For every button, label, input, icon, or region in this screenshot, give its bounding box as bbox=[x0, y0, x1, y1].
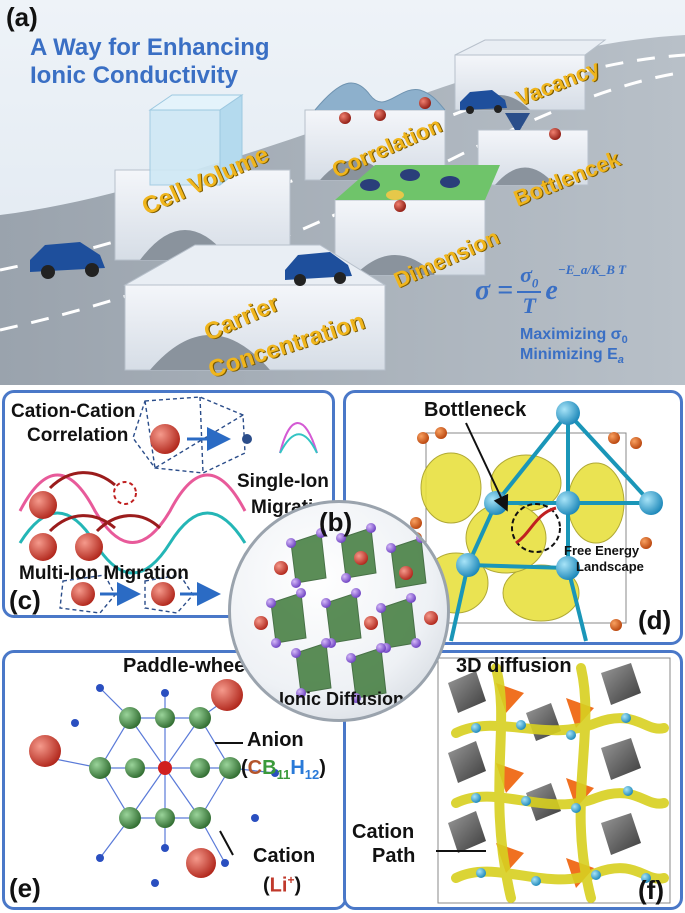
cation-formula: (Li+) bbox=[263, 873, 302, 897]
panel-f-artwork bbox=[436, 657, 671, 904]
maximizing-line: Maximizing σ0 bbox=[520, 326, 628, 346]
panel-f-tag: (f) bbox=[638, 875, 664, 905]
formula-lhs: σ = bbox=[475, 274, 514, 306]
anion-b: B bbox=[262, 757, 277, 779]
formula-exp-base: e bbox=[545, 274, 558, 306]
formula-num: σ bbox=[520, 262, 532, 287]
label-cation-cation: Cation-Cation bbox=[11, 401, 136, 422]
formula-den: T bbox=[522, 293, 536, 319]
panel-a-title-line2: Ionic Conductivity bbox=[30, 62, 239, 89]
minimizing-line: Minimizing Ea bbox=[520, 346, 624, 366]
panel-c-tag: (c) bbox=[9, 585, 41, 615]
cation-li: Li bbox=[269, 874, 288, 897]
panel-b-artwork bbox=[254, 523, 438, 703]
panel-b: (b) Ionic Diffusion bbox=[228, 500, 450, 722]
label-correlation-c: Correlation bbox=[27, 425, 129, 446]
maximizing-text: Maximizing σ bbox=[520, 326, 622, 343]
panel-e-tag: (e) bbox=[9, 873, 41, 903]
correlation-ion bbox=[150, 424, 180, 454]
formula-exp: −E_a/K_B T bbox=[557, 262, 627, 277]
panel-c-artwork bbox=[18, 396, 318, 614]
label-cation: Cation bbox=[253, 845, 316, 867]
anion-formula: (CB11H12) bbox=[241, 757, 326, 782]
label-anion: Anion bbox=[247, 729, 304, 751]
label-cation-path-2: Path bbox=[372, 845, 416, 867]
label-multi-ion: Multi-Ion Migration bbox=[19, 563, 189, 584]
anion-h-sub: 12 bbox=[304, 767, 320, 782]
minimizing-text: Minimizing E bbox=[520, 346, 618, 363]
panel-a-tag: (a) bbox=[6, 2, 38, 32]
label-free-energy: Free Energy bbox=[564, 543, 640, 558]
formula-fraction: σ0 T bbox=[517, 262, 542, 319]
label-3d-diffusion: 3D diffusion bbox=[456, 655, 572, 677]
minimizing-sub: a bbox=[617, 354, 624, 367]
label-landscape: Landscape bbox=[576, 559, 644, 574]
label-bottleneck-d: Bottleneck bbox=[424, 399, 527, 421]
car-left bbox=[30, 242, 105, 279]
car-top bbox=[460, 90, 507, 114]
dimension-block bbox=[334, 165, 500, 276]
formula-num-sub: 0 bbox=[531, 275, 539, 291]
car-middle bbox=[285, 252, 352, 286]
anion-c: C bbox=[247, 757, 263, 779]
maximizing-sub: 0 bbox=[621, 334, 628, 347]
bottleneck-block bbox=[477, 113, 589, 186]
cation-sup: + bbox=[287, 873, 295, 887]
label-cation-path-1: Cation bbox=[352, 821, 415, 843]
anion-b-sub: 11 bbox=[276, 767, 291, 782]
panel-a-title-line1: A Way for Enhancing bbox=[30, 34, 270, 61]
panel-b-caption: Ionic Diffusion bbox=[279, 689, 404, 709]
panel-a-artwork bbox=[0, 0, 685, 385]
panel-d-tag: (d) bbox=[638, 605, 672, 635]
anion-h: H bbox=[290, 757, 305, 779]
panel-d-artwork bbox=[410, 401, 663, 642]
label-paddle-wheel: Paddle-wheel bbox=[123, 655, 251, 677]
label-single-ion: Single-Ion bbox=[237, 471, 329, 492]
panel-b-tag: (b) bbox=[319, 507, 353, 537]
panel-a: (a) A Way for Enhancing Ionic Conductivi… bbox=[0, 0, 685, 385]
panel-e-artwork bbox=[29, 679, 279, 887]
conductivity-formula: σ = σ0 T e −E_a/K_B T bbox=[475, 262, 626, 319]
